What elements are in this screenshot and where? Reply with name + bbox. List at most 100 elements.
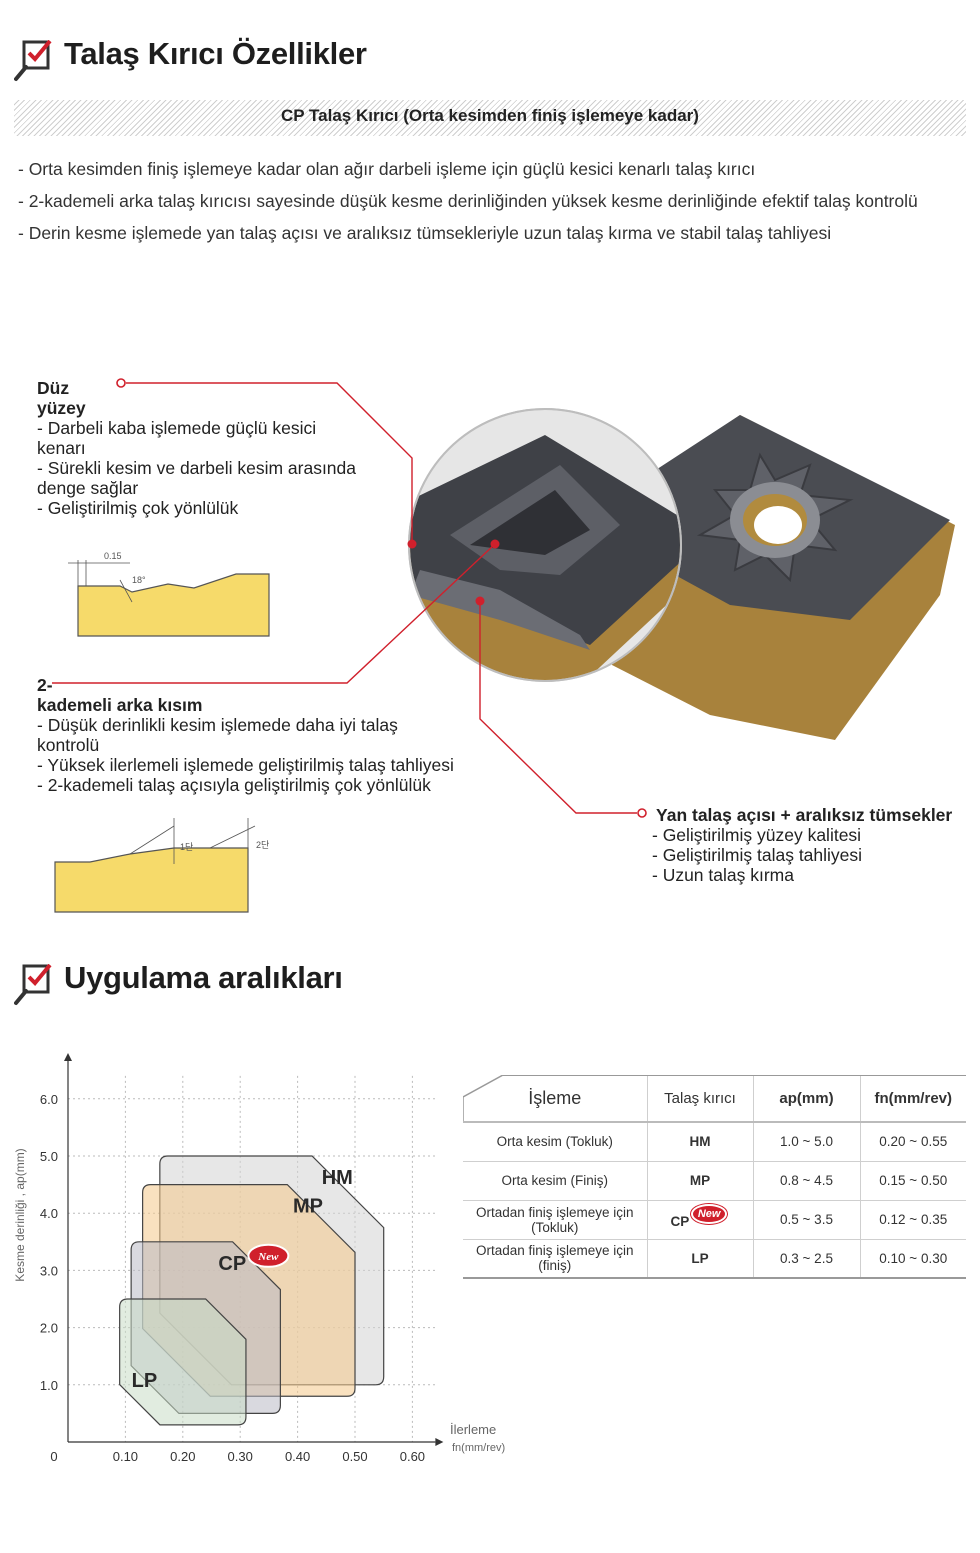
series-label: MP — [293, 1196, 323, 1218]
table-row: Ortadan finiş işlemeye için (Tokluk) CP … — [463, 1200, 966, 1240]
feature-heading: 2- — [37, 675, 53, 695]
feature-line: - Geliştirilmiş yüzey kalitesi — [652, 825, 862, 845]
y-tick-label: 6.0 — [40, 1092, 58, 1107]
stage-1-label: 1단 — [180, 842, 193, 852]
feature-line: - Geliştirilmiş çok yönlülük — [37, 498, 239, 518]
section-title-features: Talaş Kırıcı Özellikler — [64, 36, 367, 71]
callout-dot — [637, 808, 647, 818]
section-title-application: Uygulama aralıkları — [64, 960, 343, 995]
table-cell-ap: 0.3 ~ 2.5 — [752, 1239, 860, 1279]
range-area-lp — [119, 1298, 247, 1426]
x-tick-label: 0.20 — [170, 1449, 195, 1464]
table-header-cell: fn(mm/rev) — [859, 1076, 966, 1123]
table-cell-process: Orta kesim (Tokluk) — [463, 1122, 647, 1162]
table-row: Orta kesim (Tokluk) HM 1.0 ~ 5.0 0.20 ~ … — [463, 1122, 966, 1162]
new-badge-label: New — [257, 1251, 279, 1263]
two-stage-profile-diagram: 1단 2단 — [54, 818, 269, 913]
chart-ticks: 0.10 0.20 0.30 0.40 0.50 0.60 1.0 2.0 3.0 4.0 5.0 6… — [40, 1092, 425, 1464]
table-cell-ap: 0.8 ~ 4.5 — [752, 1161, 860, 1201]
flat-surface-profile-diagram: 0.15 18° — [68, 551, 270, 637]
series-label: CP — [218, 1253, 246, 1275]
table-cell-breaker: MP — [646, 1161, 753, 1201]
y-tick-label: 5.0 — [40, 1149, 58, 1164]
y-tick-label: 1.0 — [40, 1378, 58, 1393]
feature-line: - Darbeli kaba işlemede güçlü kesici — [37, 418, 317, 438]
flat-surface-feature: Düz yüzey - Darbeli kaba işlemede güçlü … — [37, 378, 397, 518]
feature-heading: Düz — [37, 378, 70, 398]
y-tick-label: 3.0 — [40, 1263, 58, 1278]
callout-dot — [116, 378, 126, 388]
banner-background — [14, 100, 966, 136]
table-cell-breaker: LP — [646, 1239, 753, 1279]
feature-line: - Yüksek ilerlemeli işlemede geliştirilm… — [37, 755, 454, 775]
x-tick-label: 0.40 — [285, 1449, 310, 1464]
two-stage-feature: 2- kademeli arka kısım - Düşük derinlikl… — [37, 675, 517, 795]
feature-line: - Düşük derinlikli kesim işlemede daha i… — [37, 715, 398, 735]
chart-y-axis-label: Kesme derinliği , ap(mm) — [13, 1148, 27, 1281]
table-row: Ortadan finiş işlemeye için (finiş) LP 0… — [463, 1239, 966, 1279]
table-header-cell: İşleme — [463, 1076, 647, 1123]
table-cell-fn: 0.12 ~ 0.35 — [859, 1200, 966, 1240]
feature-line: - Sürekli kesim ve darbeli kesim arasınd… — [37, 458, 357, 478]
feature-heading: yüzey — [37, 398, 86, 418]
chart-origin-label: 0 — [50, 1449, 57, 1464]
bullet-item: - Derin kesme işlemede yan talaş açısı v… — [18, 223, 832, 243]
table-header-row: İşleme Talaş kırıcı ap(mm) fn(mm/rev) — [463, 1076, 966, 1123]
table-cell-process: Orta kesim (Finiş) — [463, 1161, 647, 1201]
bullet-item: - Orta kesimden finiş işlemeye kadar ola… — [18, 159, 756, 179]
cutting-insert-image — [408, 408, 955, 740]
feature-line: kenarı — [37, 438, 86, 458]
table-cell-process: Ortadan finiş işlemeye için (finiş) — [463, 1239, 647, 1279]
table-cell-process: Ortadan finiş işlemeye için (Tokluk) — [463, 1200, 647, 1240]
table-cell-breaker: CP — [670, 1213, 690, 1229]
callout-leader-lines — [52, 378, 647, 818]
stage-2-label: 2단 — [256, 840, 269, 850]
banner-title: CP Talaş Kırıcı (Orta kesimden finiş işl… — [281, 106, 699, 125]
leader-side-rake — [479, 603, 637, 814]
y-tick-label: 2.0 — [40, 1321, 58, 1336]
table-cell-fn: 0.20 ~ 0.55 — [859, 1122, 966, 1162]
chart-x-axis-label: İlerleme — [450, 1422, 496, 1437]
series-label: LP — [132, 1370, 158, 1392]
table-cell-fn: 0.15 ~ 0.50 — [859, 1161, 966, 1201]
new-badge: New — [690, 1203, 728, 1224]
table-header-cell: Talaş kırıcı — [646, 1076, 753, 1123]
application-range-table: İşleme Talaş kırıcı ap(mm) fn(mm/rev) Or… — [463, 1076, 966, 1279]
table-cell-breaker-new: CP New — [646, 1200, 753, 1240]
x-axis-arrow — [435, 1438, 444, 1446]
table-header-cell: ap(mm) — [752, 1076, 860, 1123]
table-row: Orta kesim (Finiş) MP 0.8 ~ 4.5 0.15 ~ 0… — [463, 1161, 966, 1201]
table-cell-ap: 1.0 ~ 5.0 — [752, 1122, 860, 1162]
x-tick-label: 0.30 — [228, 1449, 253, 1464]
callout-dot — [475, 596, 485, 606]
callout-dot — [407, 539, 417, 549]
feature-line: - 2-kademeli talaş açısıyla geliştirilmi… — [37, 775, 431, 795]
feature-line: - Geliştirilmiş talaş tahliyesi — [652, 845, 863, 865]
feature-heading: Yan talaş açısı + aralıksız tümsekler — [656, 805, 953, 825]
checklist-magnifier-icon — [14, 964, 52, 1005]
table-cell-ap: 0.5 ~ 3.5 — [752, 1200, 860, 1240]
table-top-border — [503, 1075, 966, 1076]
series-label: HM — [322, 1167, 353, 1189]
leader-flat-surface — [126, 382, 413, 544]
leader-two-stage — [52, 543, 496, 684]
feature-bullet-list: - Orta kesimden finiş işlemeye kadar ola… — [18, 153, 963, 249]
chart-axes — [64, 1053, 444, 1446]
side-rake-feature: Yan talaş açısı + aralıksız tümsekler - … — [652, 805, 972, 885]
table-cell-breaker: HM — [646, 1122, 753, 1162]
y-tick-label: 4.0 — [40, 1206, 58, 1221]
table-cell-fn: 0.10 ~ 0.30 — [859, 1239, 966, 1279]
feature-line: - Uzun talaş kırma — [652, 865, 794, 885]
y-axis-arrow — [64, 1053, 72, 1062]
feature-line: kontrolü — [37, 735, 100, 755]
x-tick-label: 0.60 — [400, 1449, 425, 1464]
bullet-item: - 2-kademeli arka talaş kırıcısı sayesin… — [18, 191, 918, 211]
chart-x-axis-unit: fn(mm/rev) — [452, 1442, 505, 1454]
feature-heading: kademeli arka kısım — [37, 695, 203, 715]
x-tick-label: 0.50 — [342, 1449, 367, 1464]
feature-line: denge sağlar — [37, 478, 139, 498]
x-tick-label: 0.10 — [113, 1449, 138, 1464]
angle-label: 18° — [132, 575, 146, 585]
